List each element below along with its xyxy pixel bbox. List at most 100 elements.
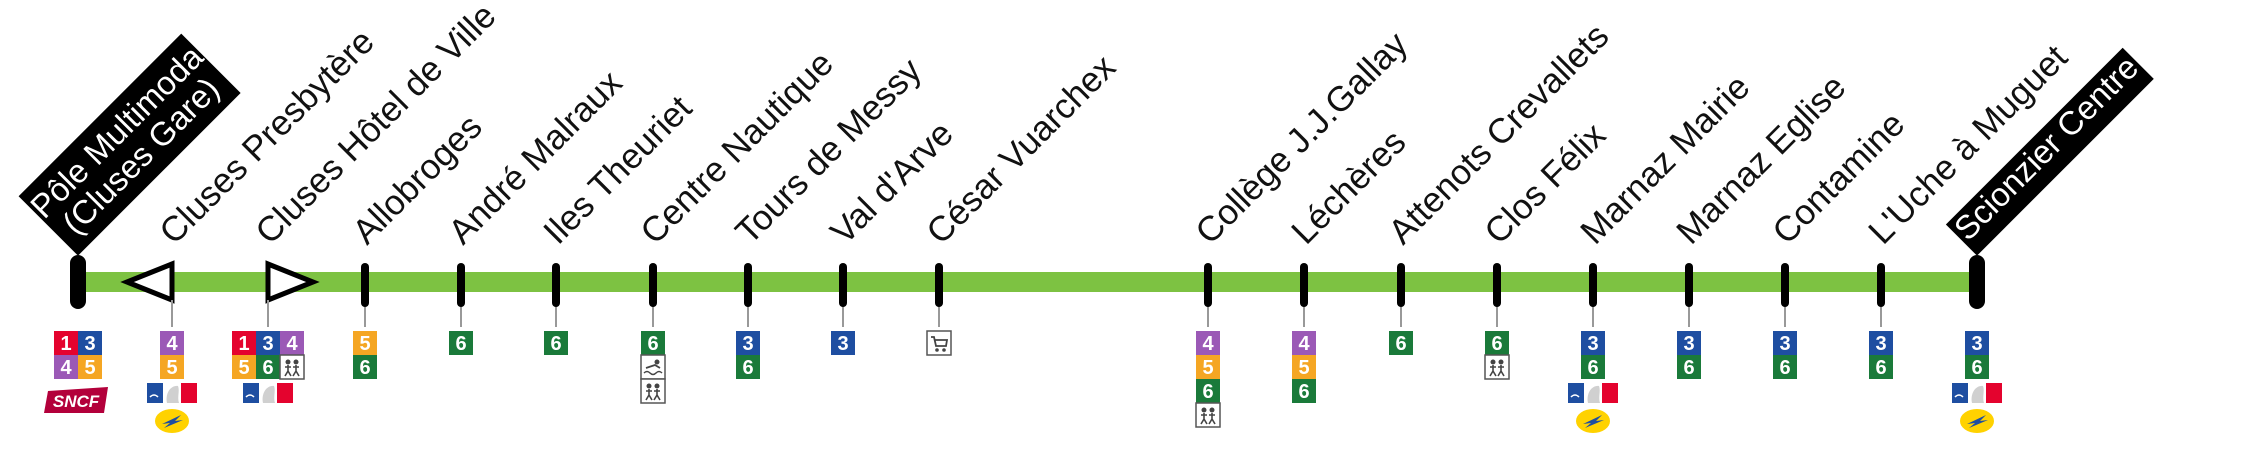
route-badge-3: 3 — [1773, 331, 1797, 355]
stop-services-contamine: 36 — [1773, 331, 1797, 379]
svg-text:6: 6 — [742, 357, 753, 379]
stop-contamine — [1781, 263, 1789, 327]
stop-uche-a-muguet — [1877, 263, 1885, 327]
school-icon — [640, 378, 666, 404]
route-badge-6: 6 — [1292, 379, 1316, 403]
svg-text:6: 6 — [647, 333, 658, 355]
school-icon — [1484, 354, 1510, 380]
stop-tick — [1397, 263, 1405, 307]
svg-text:6: 6 — [262, 357, 273, 379]
route-badge-4: 4 — [280, 331, 304, 355]
stop-tours-de-messy — [744, 263, 752, 327]
svg-text:3: 3 — [742, 333, 753, 355]
school-icon — [1195, 402, 1221, 428]
svg-text:5: 5 — [1298, 357, 1309, 379]
route-badge-6: 6 — [1677, 355, 1701, 379]
stop-services-clos-felix: 6 — [1484, 331, 1510, 380]
stop-markers — [70, 255, 1985, 327]
route-badge-3: 3 — [1869, 331, 1893, 355]
route-badge-6: 6 — [1581, 355, 1605, 379]
stop-services-scionzier-centre: 36 — [1952, 331, 2002, 433]
svg-text:6: 6 — [1395, 333, 1406, 355]
svg-text:6: 6 — [455, 333, 466, 355]
route-badge-3: 3 — [831, 331, 855, 355]
svg-text:1: 1 — [60, 333, 71, 355]
svg-text:5: 5 — [166, 357, 177, 379]
route-badge-6: 6 — [353, 355, 377, 379]
svg-text:5: 5 — [359, 333, 370, 355]
svg-text:5: 5 — [1202, 357, 1213, 379]
shopping-cart-icon — [926, 330, 952, 356]
stop-services-cesar-vuarchex — [926, 330, 952, 356]
svg-text:3: 3 — [1779, 333, 1790, 355]
stop-services-uche-a-muguet: 36 — [1869, 331, 1893, 379]
direction-arrow-left-icon — [120, 260, 175, 304]
route-badge-5: 5 — [1292, 355, 1316, 379]
stop-val-d-arve — [839, 263, 847, 327]
la-poste-icon — [1960, 409, 1994, 433]
route-badge-6: 6 — [544, 331, 568, 355]
stop-tick — [649, 263, 657, 307]
route-badge-4: 4 — [160, 331, 184, 355]
stop-marnaz-eglise — [1685, 263, 1693, 327]
svg-text:5: 5 — [238, 357, 249, 379]
terminus-marker — [1969, 255, 1985, 309]
sncf-logo: SNCF — [44, 387, 108, 413]
route-badge-3: 3 — [1581, 331, 1605, 355]
la-poste-icon — [155, 409, 189, 433]
route-badge-6: 6 — [1389, 331, 1413, 355]
svg-text:4: 4 — [1298, 333, 1310, 355]
svg-text:3: 3 — [262, 333, 273, 355]
route-badge-5: 5 — [232, 355, 256, 379]
svg-text:SNCF: SNCF — [53, 392, 100, 411]
route-badge-6: 6 — [256, 355, 280, 379]
svg-text:6: 6 — [1683, 357, 1694, 379]
route-badge-5: 5 — [78, 355, 102, 379]
stop-college-gallay — [1204, 263, 1212, 327]
stop-tick — [361, 263, 369, 307]
stop-centre-nautique — [649, 263, 657, 327]
stop-services-val-d-arve: 3 — [831, 331, 855, 355]
svg-text:3: 3 — [1875, 333, 1886, 355]
route-badge-3: 3 — [1965, 331, 1989, 355]
stop-services-iles-theuriet: 6 — [544, 331, 568, 355]
svg-text:4: 4 — [166, 333, 178, 355]
terminus-marker — [70, 255, 86, 309]
svg-text:3: 3 — [837, 333, 848, 355]
stop-services-attenots-crevallets: 6 — [1389, 331, 1413, 355]
svg-text:6: 6 — [550, 333, 561, 355]
stop-marnaz-mairie — [1589, 263, 1597, 327]
route-badge-6: 6 — [1869, 355, 1893, 379]
stop-services-lecheres: 456 — [1292, 331, 1316, 403]
route-badge-4: 4 — [1196, 331, 1220, 355]
route-badge-6: 6 — [641, 331, 665, 355]
stop-services-college-gallay: 456 — [1195, 331, 1221, 428]
svg-text:4: 4 — [60, 357, 72, 379]
stop-tick — [1685, 263, 1693, 307]
route-badge-1: 1 — [54, 331, 78, 355]
stop-tick — [1493, 263, 1501, 307]
route-badge-1: 1 — [232, 331, 256, 355]
svg-text:3: 3 — [84, 333, 95, 355]
svg-text:6: 6 — [1875, 357, 1886, 379]
svg-text:6: 6 — [1491, 333, 1502, 355]
stop-services-marnaz-eglise: 36 — [1677, 331, 1701, 379]
svg-text:3: 3 — [1587, 333, 1598, 355]
stop-tick — [1781, 263, 1789, 307]
stop-services-cluses-presbytere: 45 — [147, 331, 197, 433]
france-services-icon — [1568, 383, 1618, 403]
stop-services-allobroges: 56 — [353, 331, 377, 379]
route-badge-5: 5 — [1196, 355, 1220, 379]
svg-text:6: 6 — [359, 357, 370, 379]
route-badge-6: 6 — [1773, 355, 1797, 379]
swimming-icon — [640, 354, 666, 380]
stop-label: Marnaz Eglise — [1669, 67, 1853, 251]
route-badge-6: 6 — [449, 331, 473, 355]
route-badge-3: 3 — [736, 331, 760, 355]
france-services-icon — [243, 383, 293, 403]
stop-tick — [1204, 263, 1212, 307]
